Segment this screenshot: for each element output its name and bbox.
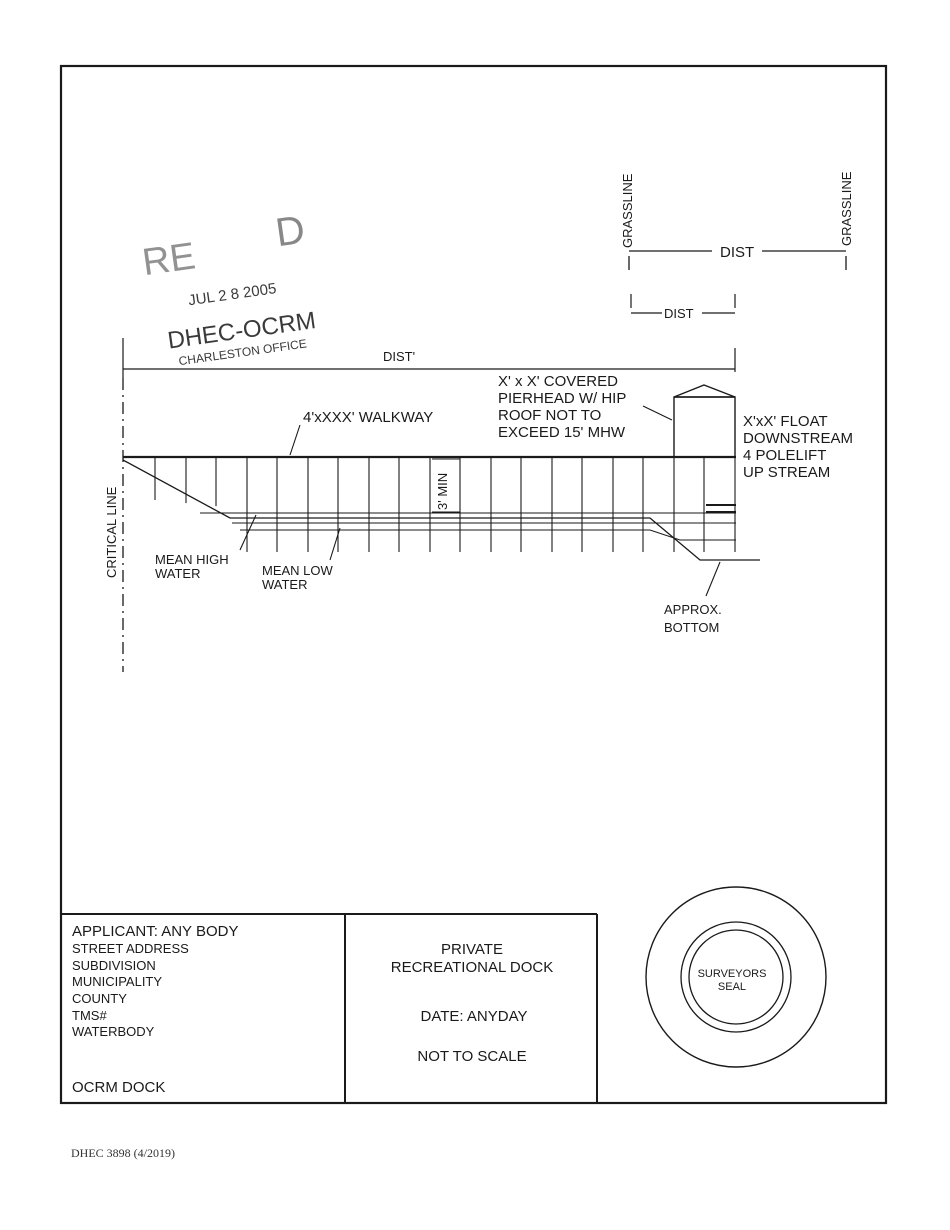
mhw-leader: [239, 514, 257, 551]
dock-title-2: RECREATIONAL DOCK: [391, 959, 554, 976]
grassline-left-label: GRASSLINE: [620, 173, 635, 248]
dist-upper-label: DIST: [720, 244, 754, 261]
pierhead-label-3: ROOF NOT TO: [498, 407, 601, 424]
mlw-label-2: WATER: [262, 577, 308, 592]
bottom-label-2: BOTTOM: [664, 620, 719, 635]
walkway-label: 4'xXXX' WALKWAY: [303, 409, 433, 426]
seal-outer-ring: [645, 886, 827, 1068]
pierhead-leader: [642, 405, 673, 421]
applicant-line-6: TMS#: [72, 1008, 107, 1023]
dock-date: DATE: ANYDAY: [421, 1008, 528, 1025]
stamp-received: RE: [140, 235, 198, 284]
drawing-border: [59, 64, 888, 1105]
dock-label: OCRM DOCK: [72, 1079, 165, 1096]
stamp-date: JUL 2 8 2005: [187, 280, 277, 309]
pierhead-label-1: X' x X' COVERED: [498, 373, 618, 390]
seal-label-1: SURVEYORS: [698, 968, 767, 980]
seal-inner-ring: [688, 929, 784, 1025]
grassline-right-label: GRASSLINE: [839, 171, 854, 246]
mhw-label-1: MEAN HIGH: [155, 552, 229, 567]
applicant-line-2: STREET ADDRESS: [72, 941, 189, 956]
walkway-leader: [289, 424, 301, 456]
stamp-received-d: D: [273, 208, 308, 256]
bottom-label-1: APPROX.: [664, 602, 722, 617]
walkway-piles: [154, 457, 736, 552]
dist-main-label: DIST': [383, 349, 415, 364]
received-stamp: RE D JUL 2 8 2005 DHEC-OCRM CHARLESTON O…: [140, 208, 318, 369]
seal-label-2: SEAL: [718, 981, 746, 993]
applicant-line-4: MUNICIPALITY: [72, 974, 162, 989]
critical-line-label: CRITICAL LINE: [104, 486, 119, 578]
float-label-2: DOWNSTREAM: [743, 430, 853, 447]
mlw-label-1: MEAN LOW: [262, 563, 334, 578]
mlw-leader: [329, 527, 341, 561]
pierhead-hip-roof: [673, 384, 736, 398]
seal-middle-ring: [680, 921, 792, 1033]
applicant-line-7: WATERBODY: [72, 1024, 155, 1039]
form-number: DHEC 3898 (4/2019): [71, 1146, 175, 1160]
dock-scale: NOT TO SCALE: [417, 1048, 526, 1065]
min-clearance-label: 3' MIN: [435, 473, 450, 510]
pierhead-label-4: EXCEED 15' MHW: [498, 424, 626, 441]
approx-bottom-line: [122, 459, 760, 561]
applicant-line-3: SUBDIVISION: [72, 958, 156, 973]
float-label-1: X'xX' FLOAT: [743, 413, 828, 430]
applicant-line-5: COUNTY: [72, 991, 127, 1006]
mhw-label-2: WATER: [155, 566, 201, 581]
bottom-leader: [705, 561, 721, 597]
float-label-4: UP STREAM: [743, 464, 830, 481]
pierhead-structure: [673, 396, 736, 458]
dock-title-1: PRIVATE: [441, 941, 503, 958]
pierhead-label-2: PIERHEAD W/ HIP: [498, 390, 626, 407]
dist-lower-label: DIST: [664, 306, 694, 321]
applicant-line-1: APPLICANT: ANY BODY: [72, 923, 238, 940]
float-label-3: 4 POLELIFT: [743, 447, 826, 464]
mud-line: [240, 529, 736, 541]
